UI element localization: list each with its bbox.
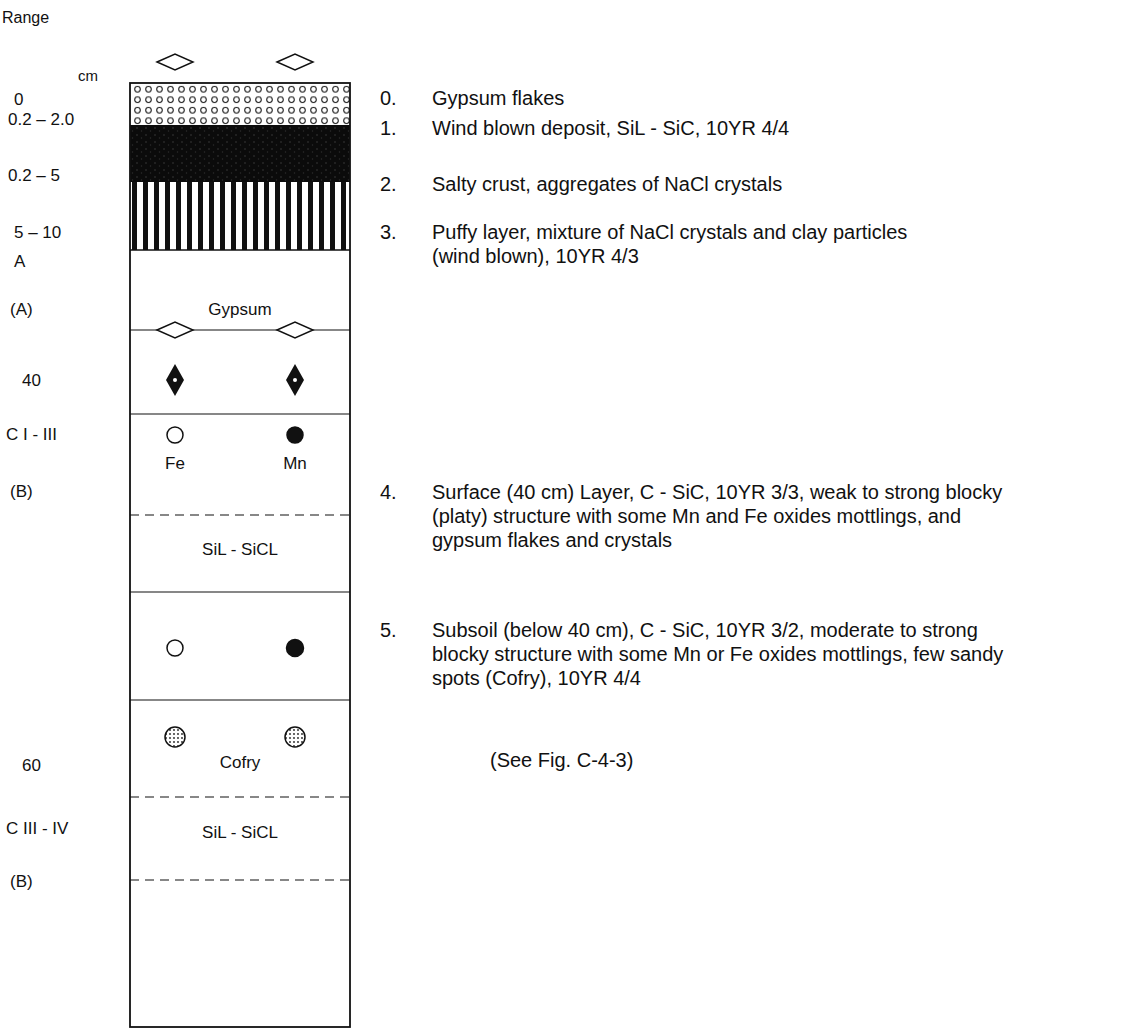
layer-description: Wind blown deposit, SiL - SiC, 10YR 4/4 — [432, 116, 789, 140]
layer-boundary — [130, 591, 350, 592]
gypsum-diamond — [157, 54, 193, 70]
horizon-name: C III - IV — [6, 819, 68, 839]
wind-blown-layer — [130, 83, 350, 125]
mn-mottle — [287, 640, 304, 657]
band-label: Cofry — [218, 753, 263, 773]
gypsum-crystal — [286, 364, 304, 396]
callout-number: 0. — [380, 86, 397, 110]
band-label: Fe — [163, 454, 187, 474]
puffy-layer — [130, 182, 350, 250]
depth-value: 60 — [22, 756, 41, 776]
depth-value: 40 — [22, 371, 41, 391]
sandy-spot — [165, 727, 185, 747]
callout-number: 2. — [380, 172, 397, 196]
gypsum-diamond — [157, 322, 193, 338]
band-label: Gypsum — [206, 300, 273, 320]
band-label: SiL - SiCL — [200, 823, 280, 843]
layer-boundary — [130, 514, 350, 515]
depth-range: 0.2 – 2.0 — [8, 110, 74, 130]
layer-boundary — [130, 249, 350, 251]
horizon-name: A — [14, 252, 25, 272]
gypsum-band: Gypsum — [131, 251, 349, 329]
horizon-name: C I - III — [6, 425, 57, 445]
layer-boundary — [130, 879, 350, 880]
band-label: Mn — [281, 454, 309, 474]
gypsum-crystal — [293, 378, 297, 382]
gypsum-diamond — [277, 54, 313, 70]
figure-reference: (See Fig. C-4-3) — [490, 748, 633, 772]
sandy-spot — [285, 727, 305, 747]
mottle-band: Fe Mn — [131, 415, 349, 514]
gypsum-crystal — [173, 378, 177, 382]
column-outline — [130, 83, 350, 1027]
texture-band: SiL - SiCL — [131, 798, 349, 879]
fe-mottle — [167, 427, 183, 443]
callout-number: 4. — [380, 480, 397, 504]
mn-mottle — [287, 427, 303, 443]
gypsum-crystal — [166, 364, 184, 396]
texture-band: SiL - SiCL — [131, 516, 349, 591]
horizon-name: (B) — [10, 482, 33, 502]
salty-crust-layer — [130, 125, 350, 182]
callout-number: 3. — [380, 220, 397, 244]
layer-boundary — [130, 413, 350, 414]
layer-description: Salty crust, aggregates of NaCl crystals — [432, 172, 782, 196]
callout-number: 5. — [380, 618, 397, 642]
band-label: SiL - SiCL — [200, 540, 280, 560]
layer-description: Puffy layer, mixture of NaCl crystals an… — [432, 220, 932, 268]
callout-number: 1. — [380, 116, 397, 140]
sandy-band: Cofry — [131, 701, 349, 796]
layer-boundary — [130, 699, 350, 700]
layer-boundary — [130, 796, 350, 797]
layer-description: Subsoil (below 40 cm), C - SiC, 10YR 3/2… — [432, 618, 1012, 690]
fe-mottle — [167, 640, 183, 656]
depth-range: 5 – 10 — [14, 223, 61, 243]
depth-value: 0 — [14, 90, 23, 110]
layer-description: Gypsum flakes — [432, 86, 564, 110]
horizon-name: (B) — [10, 872, 33, 892]
layer-description: Surface (40 cm) Layer, C - SiC, 10YR 3/3… — [432, 480, 1012, 552]
axis-title: Range — [2, 8, 49, 27]
depth-range: 0.2 – 5 — [8, 166, 60, 186]
gypsum-diamond — [277, 322, 313, 338]
unit-label: cm — [78, 67, 98, 85]
horizon-name: (A) — [10, 300, 33, 320]
